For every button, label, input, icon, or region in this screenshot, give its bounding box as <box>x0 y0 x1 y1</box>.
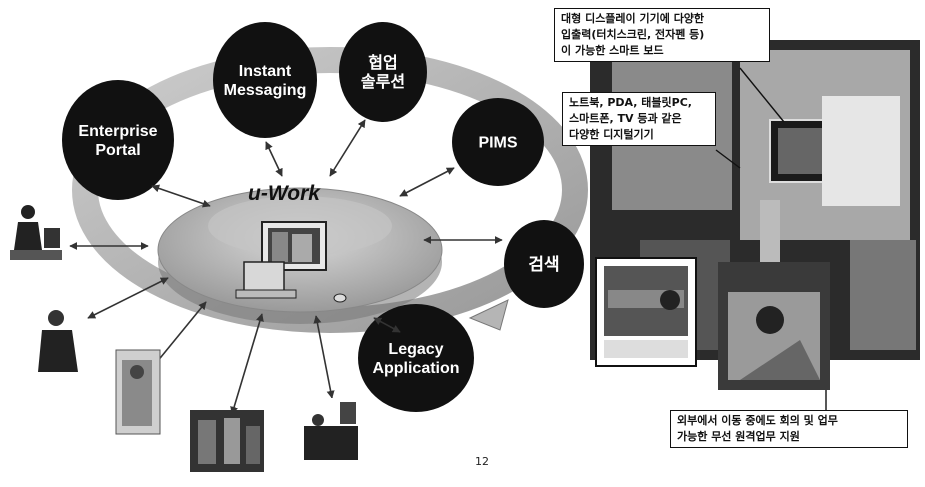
node-pims-circle <box>452 98 544 186</box>
connector-arrow <box>230 313 264 415</box>
callout-smartboard-line: 입출력(터치스크린, 전자펜 등) <box>561 28 705 41</box>
node-collab-label: 협업 <box>368 53 397 72</box>
page-number: 12 <box>475 455 489 468</box>
node-legacy-label: Application <box>372 360 459 377</box>
node-pims: PIMS <box>452 98 544 186</box>
connector-arrow <box>87 277 169 319</box>
node-search-label: 검색 <box>528 255 559 274</box>
callout-devices-line: 스마트폰, TV 등과 같은 <box>569 112 682 125</box>
node-instant-label: Instant <box>239 63 292 80</box>
callout-devices: 노트북, PDA, 태블릿PC, 스마트폰, TV 등과 같은 다양한 디지털기… <box>562 92 716 146</box>
node-instant-circle <box>213 22 317 138</box>
node-collab-label: 솔루션 <box>361 73 405 91</box>
wireless-work-photo <box>718 262 830 390</box>
node-portal-label: Portal <box>95 142 140 159</box>
photo-meeting-image <box>190 410 264 472</box>
connector-arrow <box>373 317 401 333</box>
connector-arrow <box>329 119 366 177</box>
center-label: u-Work <box>248 182 321 205</box>
arrow-group <box>69 119 503 415</box>
callout-wireless-line: 가능한 무선 원격업무 지원 <box>677 430 800 443</box>
node-instant-label: Messaging <box>224 82 307 99</box>
callout-pointers <box>715 67 827 410</box>
connector-arrow <box>313 315 335 399</box>
connector-arrow <box>151 301 207 369</box>
node-portal-circle <box>62 80 174 200</box>
node-portal-label: Enterprise <box>78 123 157 140</box>
callout-devices-line: 다양한 디지털기기 <box>569 128 654 141</box>
node-legacy-label: Legacy <box>388 341 443 358</box>
connector-arrow <box>265 141 283 177</box>
tablet-device-photo <box>595 257 697 367</box>
connector-arrow <box>151 184 211 208</box>
callout-smartboard: 대형 디스플레이 기기에 다양한 입출력(터치스크린, 전자펜 등) 이 가능한… <box>554 8 770 62</box>
person-desk-image <box>6 198 64 270</box>
person-phone-image <box>36 305 84 377</box>
callout-smartboard-line: 이 가능한 스마트 보드 <box>561 44 664 57</box>
callout-smartboard-line: 대형 디스플레이 기기에 다양한 <box>561 12 705 25</box>
workstation-illustration <box>235 221 347 303</box>
callout-wireless: 외부에서 이동 중에도 회의 및 업무 가능한 무선 원격업무 지원 <box>670 410 908 448</box>
node-search: 검색 <box>504 220 584 308</box>
callout-devices-line: 노트북, PDA, 태블릿PC, <box>569 96 692 109</box>
node-collab-circle <box>339 22 427 122</box>
photo-woman-image <box>115 349 161 435</box>
photo-office-image <box>300 398 360 464</box>
node-search-circle <box>504 220 584 308</box>
connector-arrow <box>399 167 455 197</box>
node-pims-label: PIMS <box>478 135 517 152</box>
callout-wireless-line: 외부에서 이동 중에도 회의 및 업무 <box>677 414 838 427</box>
